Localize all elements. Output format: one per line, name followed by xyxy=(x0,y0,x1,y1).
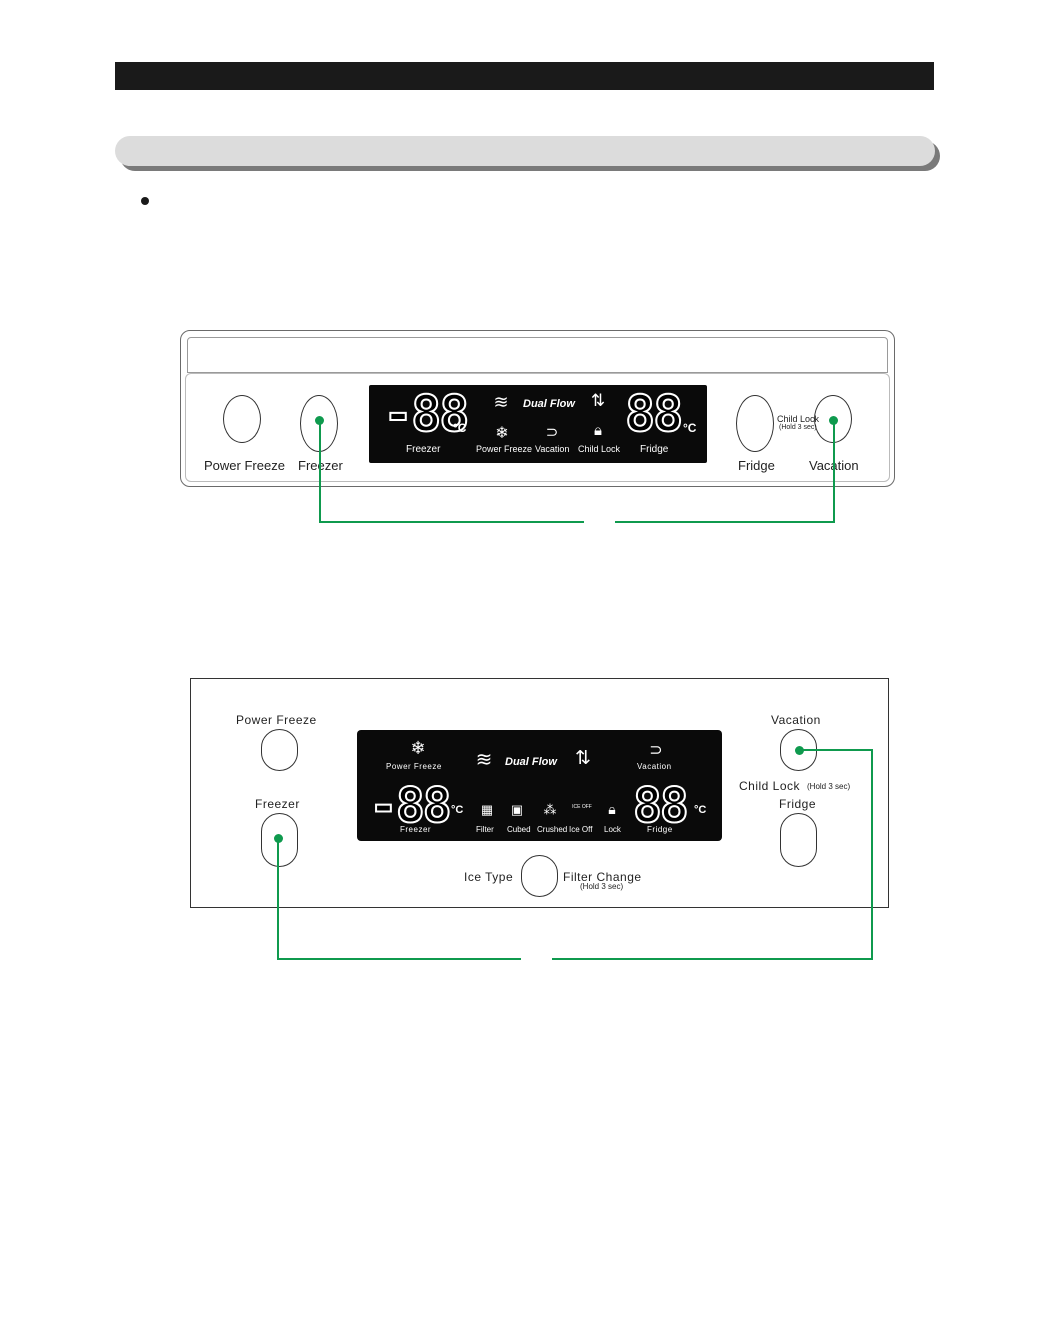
section-title-bar xyxy=(115,136,935,166)
panel1-freezer-unit: °C xyxy=(453,421,467,435)
panel1-dual-flow-label: Dual Flow xyxy=(523,398,575,410)
lock-icon: 🔒︎ xyxy=(608,801,616,817)
panel2-lcd-fridge-label: Fridge xyxy=(647,825,673,834)
panel2-fridge-button[interactable] xyxy=(780,813,817,867)
cooling-waves-icon: ≋ xyxy=(475,749,493,771)
panel-1-top-ledge xyxy=(187,337,888,373)
panel2-fridge-temp: 88 xyxy=(632,778,690,834)
header-bar xyxy=(115,62,934,90)
panel1-child-lock-label: Child Lock xyxy=(777,414,820,424)
panel1-lcd-display: -88 °C Freezer ≋ Dual Flow ⇅ ❄ ⊃ 🔒︎ Powe… xyxy=(369,384,707,463)
cubed-ice-icon: ▣ xyxy=(510,802,524,817)
panel1-lcd-child-lock-label: Child Lock xyxy=(578,444,621,454)
ice-off-icon: ICE OFF xyxy=(572,804,592,810)
panel1-power-freeze-label: Power Freeze xyxy=(204,458,285,473)
panel2-lcd-freezer-label: Freezer xyxy=(400,825,432,834)
connector-line xyxy=(799,749,873,751)
panel2-ice-type-button[interactable] xyxy=(521,855,558,897)
connector-line xyxy=(277,838,279,960)
panel1-fridge-unit: °C xyxy=(683,421,697,435)
panel1-lcd-power-freeze-label: Power Freeze xyxy=(476,444,533,454)
panel2-power-freeze-label: Power Freeze xyxy=(236,713,317,727)
panel2-lcd-cubed-label: Cubed xyxy=(507,825,531,834)
panel2-lcd-lock-label: Lock xyxy=(604,825,621,834)
panel2-lcd-filter-label: Filter xyxy=(476,825,494,834)
panel2-lcd-ice-off-label: Ice Off xyxy=(569,825,593,834)
panel-1-inner-frame xyxy=(185,373,890,482)
panel2-vacation-label: Vacation xyxy=(771,713,821,727)
cooling-waves-icon: ≋ xyxy=(493,392,509,412)
panel1-child-lock-hold: (Hold 3 sec) xyxy=(779,424,817,431)
vacation-plug-icon: ⊃ xyxy=(649,742,663,759)
panel2-ice-type-label: Ice Type xyxy=(464,870,514,884)
panel2-lcd-power-freeze-label: Power Freeze xyxy=(386,762,442,771)
snowflake-icon: ❄ xyxy=(410,738,426,758)
connector-line xyxy=(319,420,321,522)
panel1-power-freeze-button[interactable] xyxy=(223,395,261,443)
vacation-plug-icon: ⊃ xyxy=(545,424,559,441)
panel2-lcd-vacation-label: Vacation xyxy=(637,762,672,771)
connector-line xyxy=(871,749,873,960)
panel2-freezer-unit: °C xyxy=(451,804,464,816)
panel2-child-lock-hold: (Hold 3 sec) xyxy=(807,782,851,791)
child-lock-icon: 🔒︎ xyxy=(594,422,602,439)
crushed-ice-icon: ⁂ xyxy=(543,802,557,817)
panel1-lcd-vacation-label: Vacation xyxy=(535,444,570,454)
airflow-arrows-icon: ⇅ xyxy=(575,748,591,769)
panel2-fridge-unit: °C xyxy=(694,804,707,816)
panel1-fridge-temp: 88 xyxy=(624,384,684,444)
airflow-arrows-icon: ⇅ xyxy=(590,391,606,410)
bullet-point xyxy=(141,197,149,205)
panel2-filter-change-label: Filter Change xyxy=(563,870,642,884)
panel2-lcd-display: ❄ Power Freeze ≋ Dual Flow ⇅ ⊃ Vacation … xyxy=(357,730,722,841)
connector-line xyxy=(552,958,873,960)
connector-line xyxy=(319,521,584,523)
connector-line xyxy=(833,420,835,523)
panel1-lcd-freezer-label: Freezer xyxy=(406,444,441,455)
panel2-freezer-label: Freezer xyxy=(255,797,300,811)
panel2-dual-flow-label: Dual Flow xyxy=(505,756,557,768)
connector-line xyxy=(615,521,835,523)
panel2-freezer-temp: -88 xyxy=(368,778,453,834)
panel2-filter-change-hold: (Hold 3 sec) xyxy=(580,882,624,891)
panel2-fridge-label: Fridge xyxy=(779,797,817,811)
filter-icon: ▦ xyxy=(480,802,494,817)
panel1-fridge-button[interactable] xyxy=(736,395,774,452)
panel2-lcd-crushed-label: Crushed xyxy=(537,825,568,834)
panel1-freezer-temp: -88 xyxy=(382,384,470,444)
panel1-lcd-fridge-label: Fridge xyxy=(640,444,669,455)
connector-line xyxy=(277,958,521,960)
snowflake-icon: ❄ xyxy=(495,425,509,442)
panel2-child-lock-label: Child Lock xyxy=(739,779,801,793)
panel2-power-freeze-button[interactable] xyxy=(261,729,298,771)
panel1-fridge-label: Fridge xyxy=(738,458,775,473)
